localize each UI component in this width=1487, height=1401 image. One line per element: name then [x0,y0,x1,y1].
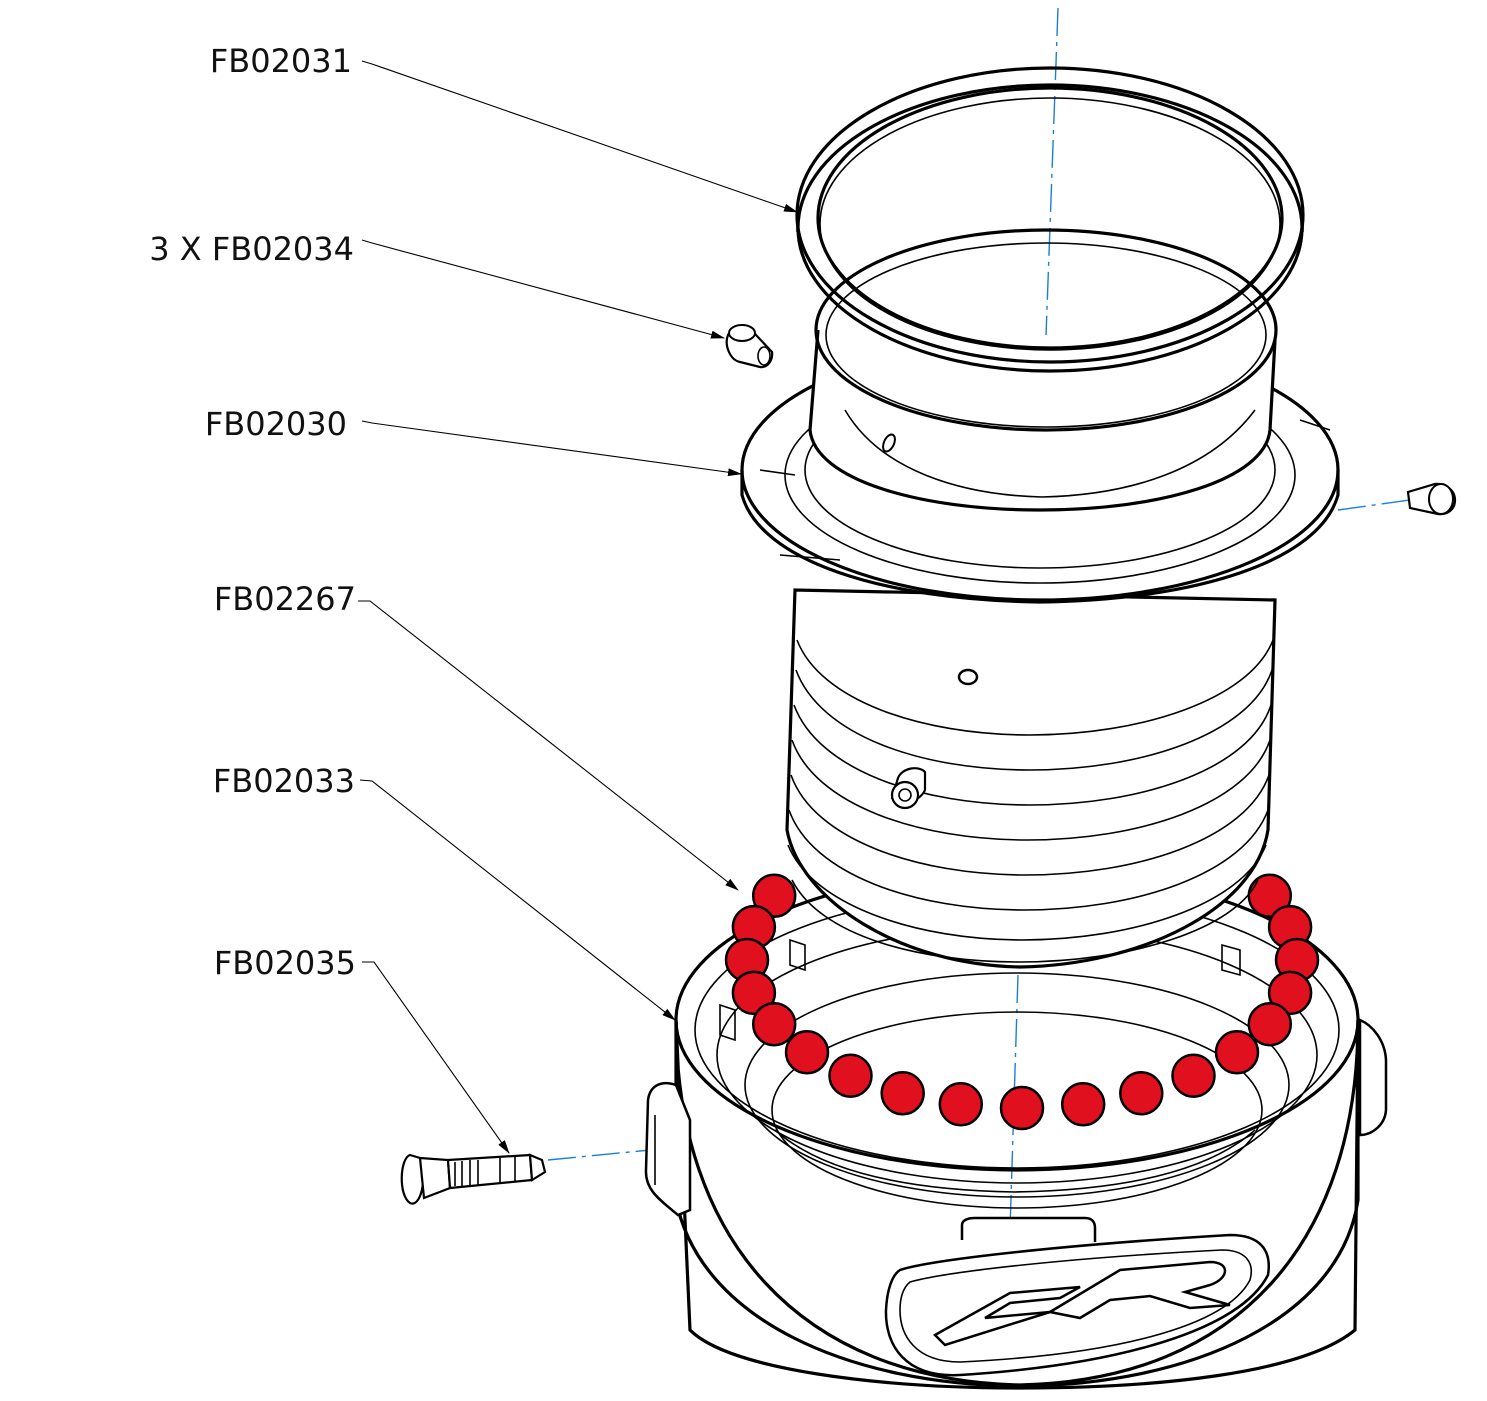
bearing-ball [1247,873,1293,919]
callout-fb02033: FB02033 [212,762,355,800]
bearing-ball [828,1053,873,1098]
body-fb02030 [740,228,1340,969]
base-housing-fb02033 [644,868,1388,1390]
bearing-ball [880,1071,925,1116]
bearing-ball [1267,970,1313,1016]
callout-fb02267: FB02267 [213,580,356,618]
bearing-ball [1247,1001,1293,1047]
bearing-ball [731,970,777,1016]
bearing-ball [1214,1030,1260,1075]
bearing-ball [999,1085,1045,1131]
bearing-ball [751,1001,797,1047]
set-screw-right-fb02034 [1406,482,1457,516]
bearing-balls-fb02267 [724,873,1320,1131]
callout-fb02031: FB02031 [209,42,352,80]
callout-fb02030: FB02030 [204,405,347,443]
leader-lines [358,60,798,1154]
plunger-pin-fb02035 [400,1153,547,1205]
bearing-ball [1119,1071,1164,1116]
callout-fb02035: FB02035 [213,944,356,982]
bearing-ball [751,873,797,919]
top-ring-fb02031 [795,66,1305,373]
set-screw-mid-fb02034 [890,767,927,810]
bearing-ball [784,1030,830,1075]
callout-fb02034: 3 X FB02034 [149,230,354,268]
bearing-ball [1171,1053,1216,1098]
bearing-ball [1060,1082,1106,1127]
bearing-ball [938,1082,984,1127]
zr-logo [932,1260,1231,1347]
set-screw-left-fb02034 [725,324,774,369]
